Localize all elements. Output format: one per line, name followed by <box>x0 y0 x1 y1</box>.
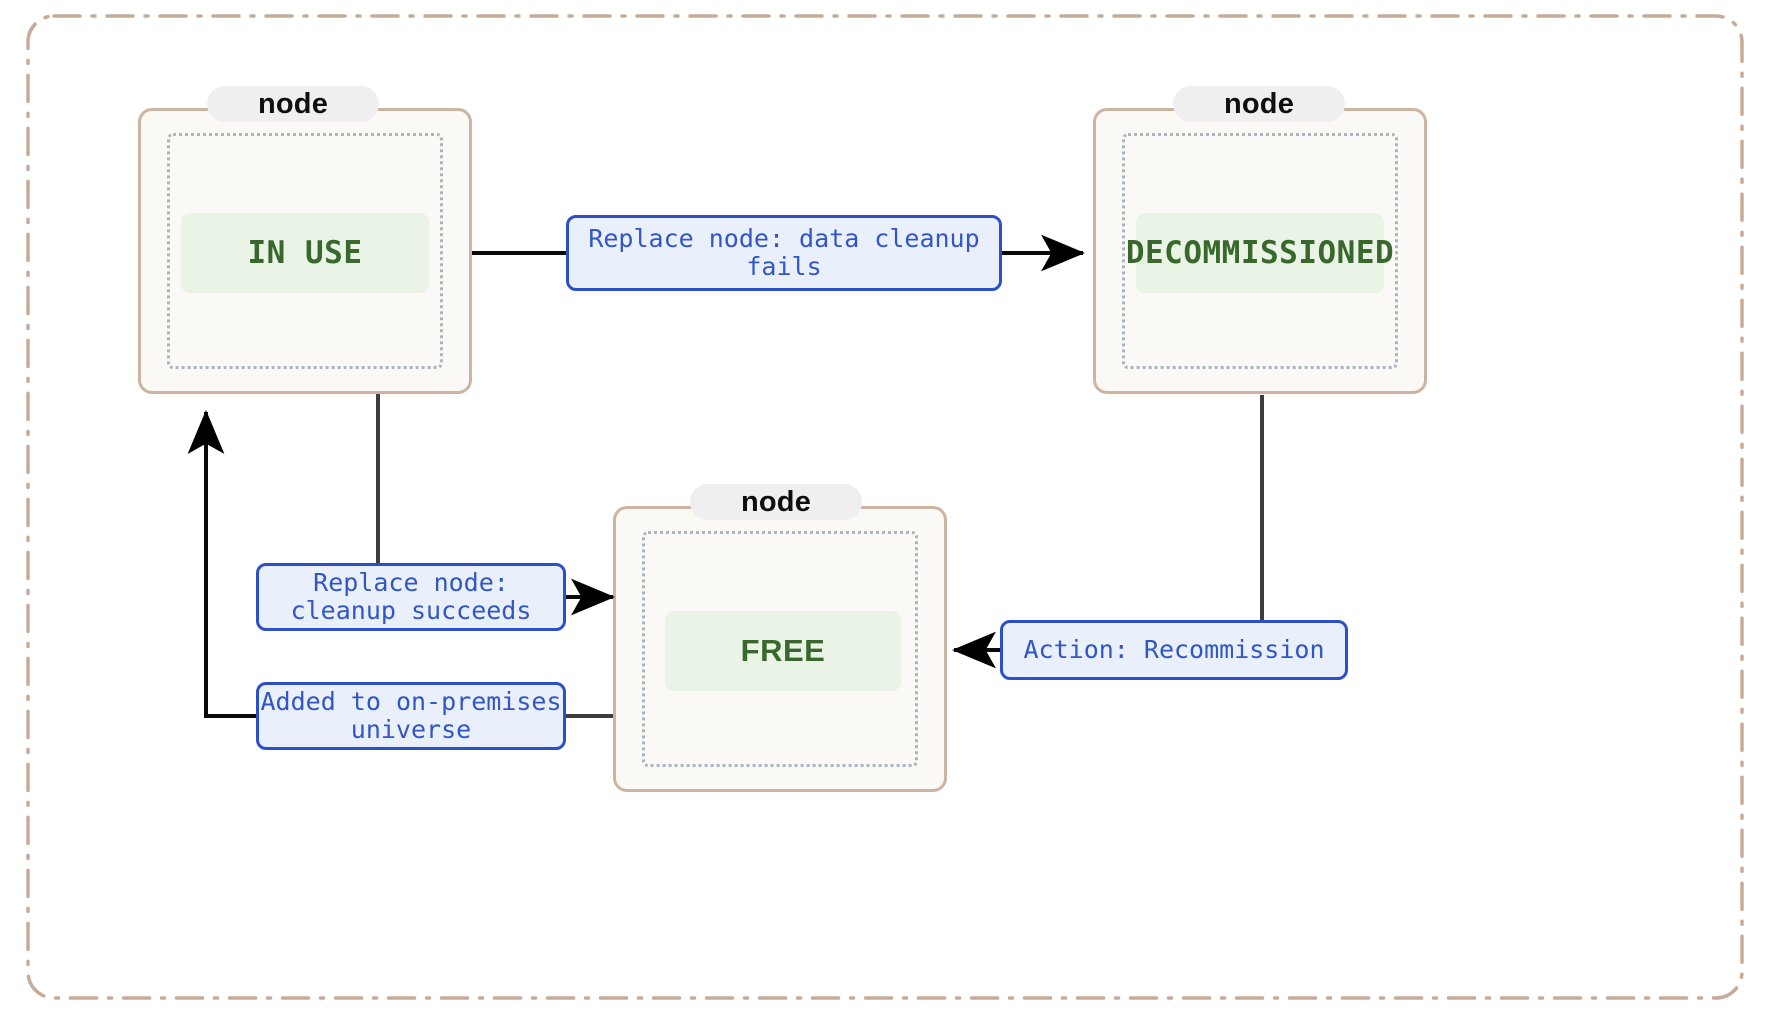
node-in-use-inner-border <box>167 133 443 369</box>
edge-label-replace-node-data-cleanup-fails[interactable]: Replace node: data cleanup fails <box>566 215 1002 291</box>
node-in-use-tab: node <box>207 86 379 122</box>
node-free-inner-border <box>642 531 918 767</box>
node-free-tab-label: node <box>740 485 812 518</box>
state-decommissioned-label: DECOMMISSIONED <box>1125 235 1395 271</box>
node-free-tab: node <box>690 484 862 520</box>
edge-label-replace-node-cleanup-succeeds-text: Replace node: cleanup succeeds <box>290 568 532 625</box>
edge-free-to-in-use-arrow <box>187 410 256 718</box>
node-decommissioned-tab: node <box>1173 86 1345 122</box>
state-decommissioned[interactable]: DECOMMISSIONED <box>1126 213 1394 293</box>
edge-label-replace-node-data-cleanup-fails-text: Replace node: data cleanup fails <box>588 224 980 281</box>
state-free-label: FREE <box>740 633 826 668</box>
edge-label-added-to-on-premises-universe[interactable]: Added to on-premises universe <box>256 682 566 750</box>
node-in-use-tab-label: node <box>257 87 329 120</box>
state-in-use-label: IN USE <box>247 235 363 271</box>
state-in-use[interactable]: IN USE <box>181 213 429 293</box>
edge-label-added-to-on-premises-universe-text: Added to on-premises universe <box>260 687 562 744</box>
edge-label-replace-node-cleanup-succeeds[interactable]: Replace node: cleanup succeeds <box>256 563 566 631</box>
state-free[interactable]: FREE <box>665 611 901 691</box>
node-decommissioned-inner-border <box>1122 133 1398 369</box>
edge-label-action-recommission[interactable]: Action: Recommission <box>1000 620 1348 680</box>
node-decommissioned-tab-label: node <box>1223 87 1295 120</box>
edge-label-action-recommission-text: Action: Recommission <box>1023 635 1325 664</box>
